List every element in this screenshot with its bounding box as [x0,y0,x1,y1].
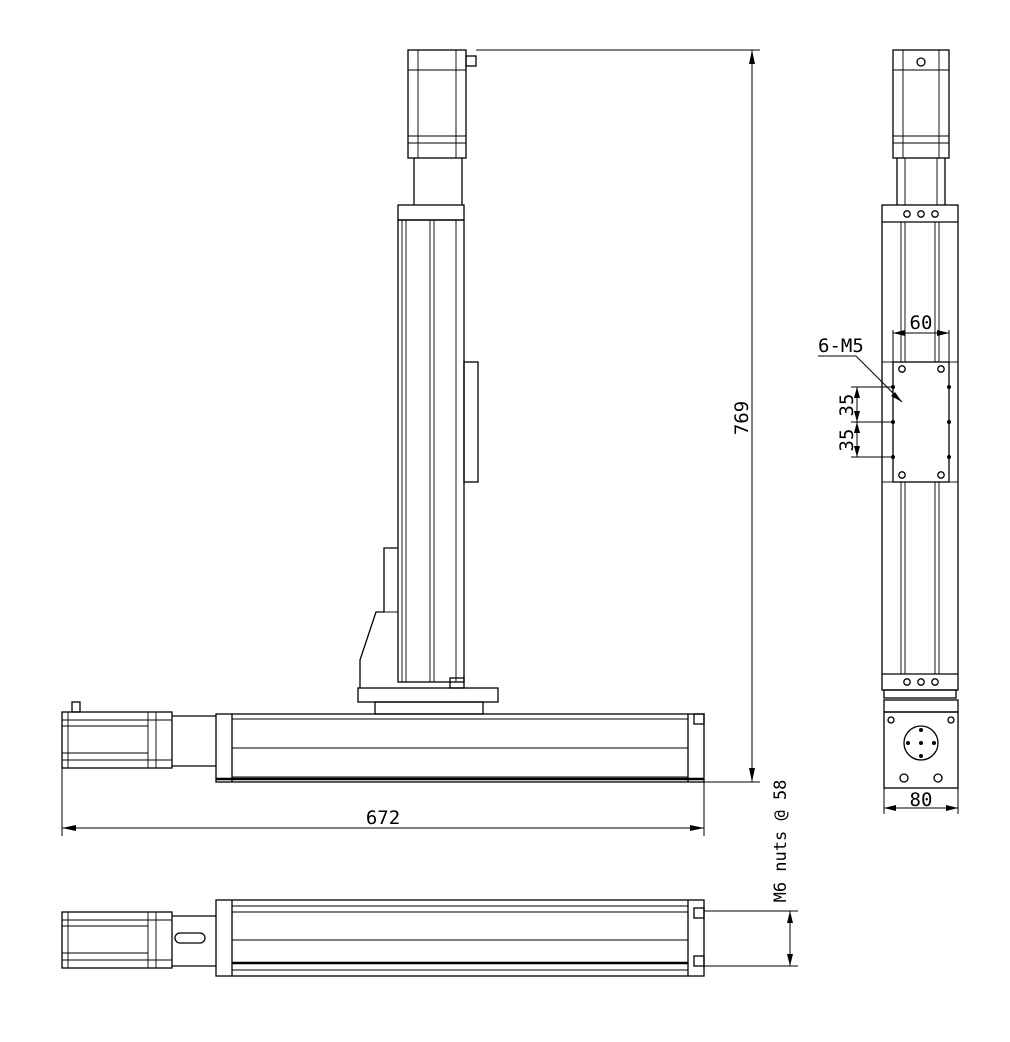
dimension-total-length-label: 672 [366,807,400,829]
vertical-coupling [413,158,463,205]
bottom-view [61,899,705,977]
dimension-nut-spacing-label: M6 nuts @ 58 [771,780,791,903]
front-view [61,49,705,783]
vertical-top-cap [397,204,465,221]
bottom-profile [215,899,705,977]
dimension-hole-spacing-2-label: 35 [836,429,858,452]
bottom-motor [61,911,173,969]
horizontal-profile [215,713,705,783]
dimension-plate-width: 60 [892,312,950,362]
dimension-total-height-label: 769 [731,401,753,435]
vertical-carriage [463,361,479,483]
side-end-flange [883,699,959,789]
callout-mounting-holes: 6-M5 [818,335,903,403]
side-view [881,49,959,789]
dimension-total-height: 769 [476,49,760,783]
side-motor [892,49,950,159]
angle-bracket [359,547,398,688]
dimension-total-length: 672 [61,768,705,836]
dimension-hole-spacing-1-label: 35 [836,394,858,417]
vertical-motor [407,49,477,159]
dimension-hole-spacing: 35 35 [836,386,891,458]
dimension-end-width-label: 80 [910,789,933,811]
base-plate [357,677,499,715]
horizontal-motor [61,701,173,769]
dimension-nut-spacing: M6 nuts @ 58 [704,780,798,967]
dimension-plate-width-label: 60 [910,312,933,334]
dimension-end-width: 80 [883,788,959,814]
slot [174,932,206,944]
callout-mounting-holes-label: 6-M5 [818,335,864,357]
side-carriage-plate [882,361,958,483]
vertical-profile [397,219,465,683]
